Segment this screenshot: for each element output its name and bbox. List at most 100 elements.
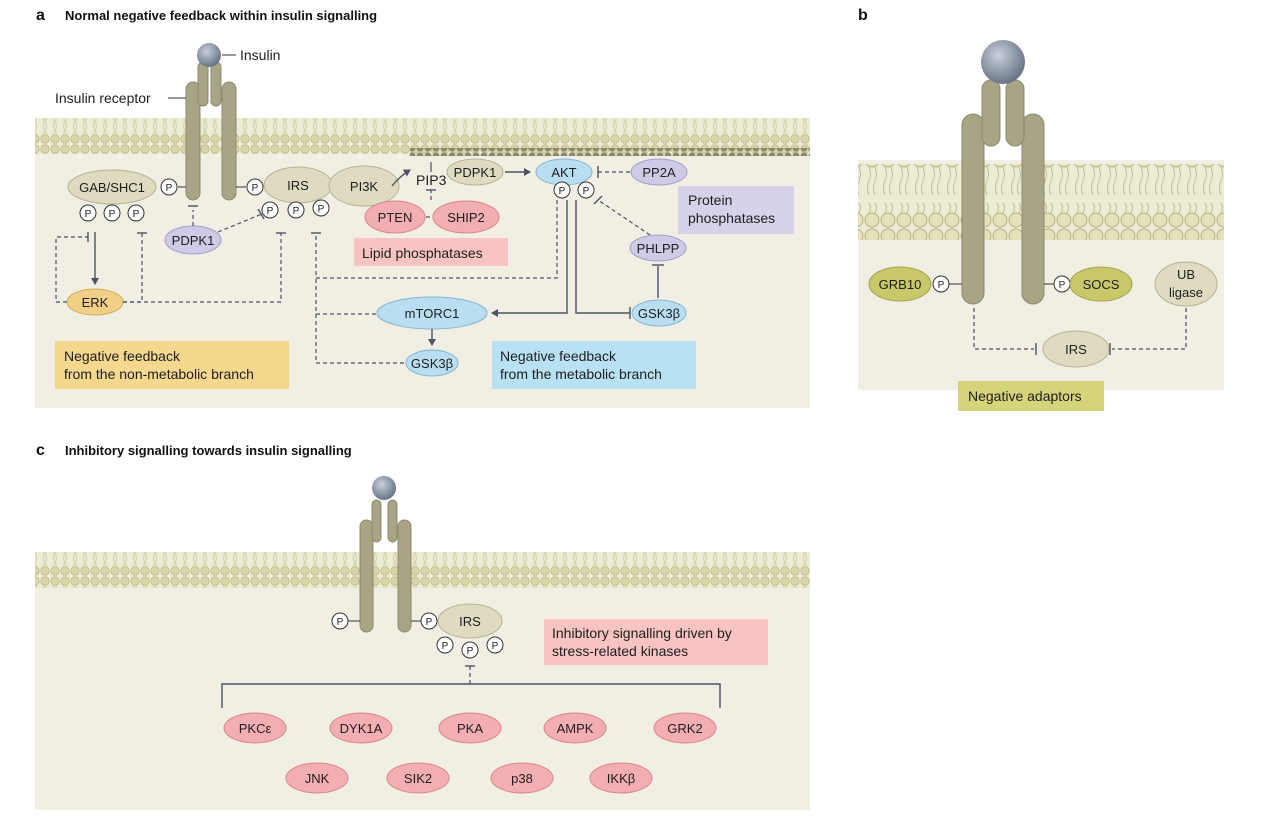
socs-oval (1069, 266, 1133, 302)
irs-oval-c (437, 603, 503, 639)
pdpk1-top-label: PDPK1 (454, 165, 497, 180)
kinase-oval (490, 762, 554, 794)
phospho-site: P (246, 178, 264, 196)
kinase-label: PKCε (239, 721, 272, 736)
kinase-label: SIK2 (404, 771, 432, 786)
svg-text:P: P (583, 186, 590, 197)
metabolic-label-2: from the metabolic branch (500, 366, 662, 382)
kinase-oval (543, 712, 607, 744)
svg-text:P: P (467, 646, 474, 657)
metabolic-feedback-box (492, 341, 696, 389)
pten-label: PTEN (378, 210, 413, 225)
insulin-label: Insulin (240, 47, 280, 63)
panel-a-title: Normal negative feedback within insulin … (65, 8, 377, 23)
kinase-label: DYK1A (340, 721, 383, 736)
kinase-oval (653, 712, 717, 744)
nonmetabolic-label-1: Negative feedback (64, 348, 181, 364)
svg-text:P: P (109, 209, 116, 220)
grb10-oval (868, 266, 932, 302)
insulin-receptor-a (185, 61, 237, 201)
phospho-site: P (553, 181, 571, 199)
phospho-site: P (261, 201, 279, 219)
kinase-oval (329, 712, 393, 744)
pip3-membrane-dots (410, 148, 810, 156)
negative-adaptors-label: Negative adaptors (968, 388, 1082, 404)
pi3k-oval (328, 165, 400, 207)
irs-label-b: IRS (1065, 342, 1087, 357)
svg-text:P: P (85, 209, 92, 220)
insulin-receptor-c (359, 499, 412, 633)
kinase-oval (589, 762, 653, 794)
svg-text:P: P (293, 206, 300, 217)
kinase-kinases_row2-0: JNK (285, 762, 349, 794)
ub-ligase-oval (1154, 261, 1218, 307)
svg-text:P: P (426, 617, 433, 628)
svg-text:P: P (318, 204, 325, 215)
lipid-phosphatases-label: Lipid phosphatases (362, 245, 483, 261)
kinase-kinases_row2-2: p38 (490, 762, 554, 794)
protein-phosphatases-box (678, 186, 794, 234)
kinase-kinases_row1-0: PKCε (223, 712, 287, 744)
metabolic-label-1: Negative feedback (500, 348, 617, 364)
irs-label-c: IRS (459, 614, 481, 629)
kinase-row-2: JNK SIK2 p38 IKKβ (285, 762, 653, 794)
kinase-label: p38 (511, 771, 533, 786)
ship2-label: SHIP2 (447, 210, 485, 225)
phospho-site: P (461, 641, 479, 659)
kinase-oval (223, 712, 287, 744)
phospho-site: P (420, 612, 438, 630)
ship2-oval (432, 200, 500, 234)
phlpp-oval (629, 234, 687, 262)
kinase-kinases_row1-2: PKA (438, 712, 502, 744)
svg-text:P: P (492, 641, 499, 652)
svg-text:P: P (559, 186, 566, 197)
akt-label: AKT (551, 165, 576, 180)
insulin-receptor-b (961, 79, 1045, 305)
panel-a-letter: a (36, 7, 45, 24)
svg-text:P: P (166, 183, 173, 194)
panel-c: c Inhibitory signalling towards insulin … (35, 442, 810, 810)
gsk3b-low-oval (405, 349, 459, 377)
pi3k-label: PI3K (350, 179, 379, 194)
protein-phosphatases-label-1: Protein (688, 192, 732, 208)
kinase-kinases_row2-3: IKKβ (589, 762, 653, 794)
insulin-molecule-a (197, 43, 221, 67)
kinase-label: PKA (457, 721, 483, 736)
svg-text:P: P (133, 209, 140, 220)
phospho-site: P (932, 275, 950, 293)
kinase-kinases_row1-1: DYK1A (329, 712, 393, 744)
ub-ligase-label-2: ligase (1169, 285, 1203, 300)
socs-label: SOCS (1083, 277, 1120, 292)
svg-text:P: P (337, 617, 344, 628)
gab-shc1-oval (67, 169, 157, 205)
phospho-site: P (103, 204, 121, 222)
insulin-receptor-label: Insulin receptor (55, 90, 151, 106)
phospho-site: P (486, 636, 504, 654)
panel-c-title: Inhibitory signalling towards insulin si… (65, 443, 352, 458)
negative-adaptors-box (958, 381, 1104, 411)
phospho-site: P (1053, 275, 1071, 293)
kinase-label: IKKβ (607, 771, 635, 786)
phospho-site: P (287, 201, 305, 219)
kinase-label: JNK (305, 771, 330, 786)
phospho-site: P (312, 199, 330, 217)
phospho-site: P (577, 181, 595, 199)
grb10-label: GRB10 (879, 277, 922, 292)
insulin-molecule-b (981, 40, 1025, 84)
kinase-kinases_row2-1: SIK2 (386, 762, 450, 794)
phlpp-label: PHLPP (637, 241, 680, 256)
kinase-label: AMPK (557, 721, 594, 736)
svg-text:P: P (267, 206, 274, 217)
phospho-site: P (160, 178, 178, 196)
panel-a: a Normal negative feedback within insuli… (35, 7, 810, 408)
kinase-oval (438, 712, 502, 744)
kinase-kinases_row1-4: GRK2 (653, 712, 717, 744)
phospho-site: P (127, 204, 145, 222)
pdpk1-low-label: PDPK1 (172, 233, 215, 248)
ub-ligase-label-1: UB (1177, 267, 1195, 282)
pten-oval (364, 200, 426, 234)
svg-text:P: P (442, 641, 449, 652)
kinase-oval (285, 762, 349, 794)
cell-membrane-c (35, 552, 810, 588)
